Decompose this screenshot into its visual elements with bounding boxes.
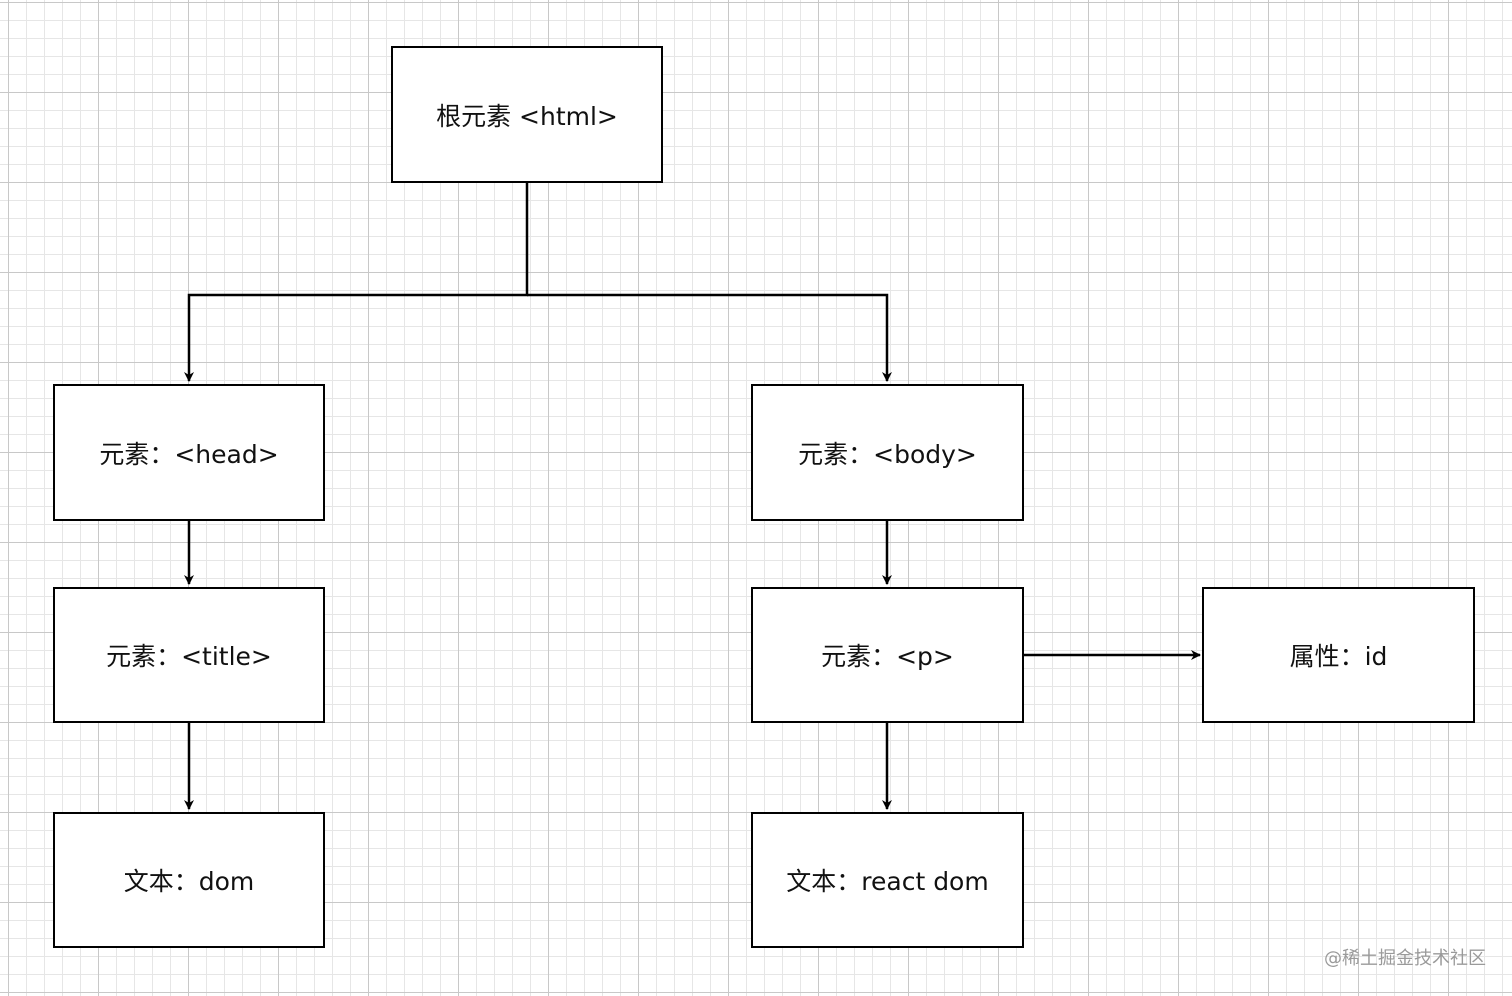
node-attribute-id[interactable]: 属性：id xyxy=(1202,587,1475,723)
node-text-dom-label: 文本：dom xyxy=(123,867,255,896)
node-text-react-dom-label: 文本：react dom xyxy=(786,867,989,896)
node-attribute-id-label: 属性：id xyxy=(1289,642,1388,671)
node-html-root[interactable]: 根元素 <html> xyxy=(391,46,663,183)
node-head[interactable]: 元素：<head> xyxy=(53,384,325,521)
node-html-root-label: 根元素 <html> xyxy=(436,101,618,131)
node-head-label: 元素：<head> xyxy=(99,439,279,469)
node-p-label: 元素：<p> xyxy=(821,642,954,671)
node-body-label: 元素：<body> xyxy=(798,439,977,469)
node-title[interactable]: 元素：<title> xyxy=(53,587,325,723)
edge-html-to-body xyxy=(527,293,892,382)
node-body[interactable]: 元素：<body> xyxy=(751,384,1024,521)
node-title-label: 元素：<title> xyxy=(106,642,272,671)
node-text-react-dom[interactable]: 文本：react dom xyxy=(751,812,1024,948)
node-p[interactable]: 元素：<p> xyxy=(751,587,1024,723)
node-text-dom[interactable]: 文本：dom xyxy=(53,812,325,948)
edge-html-to-head xyxy=(184,182,529,382)
watermark: @稀土掘金技术社区 xyxy=(1324,948,1486,969)
